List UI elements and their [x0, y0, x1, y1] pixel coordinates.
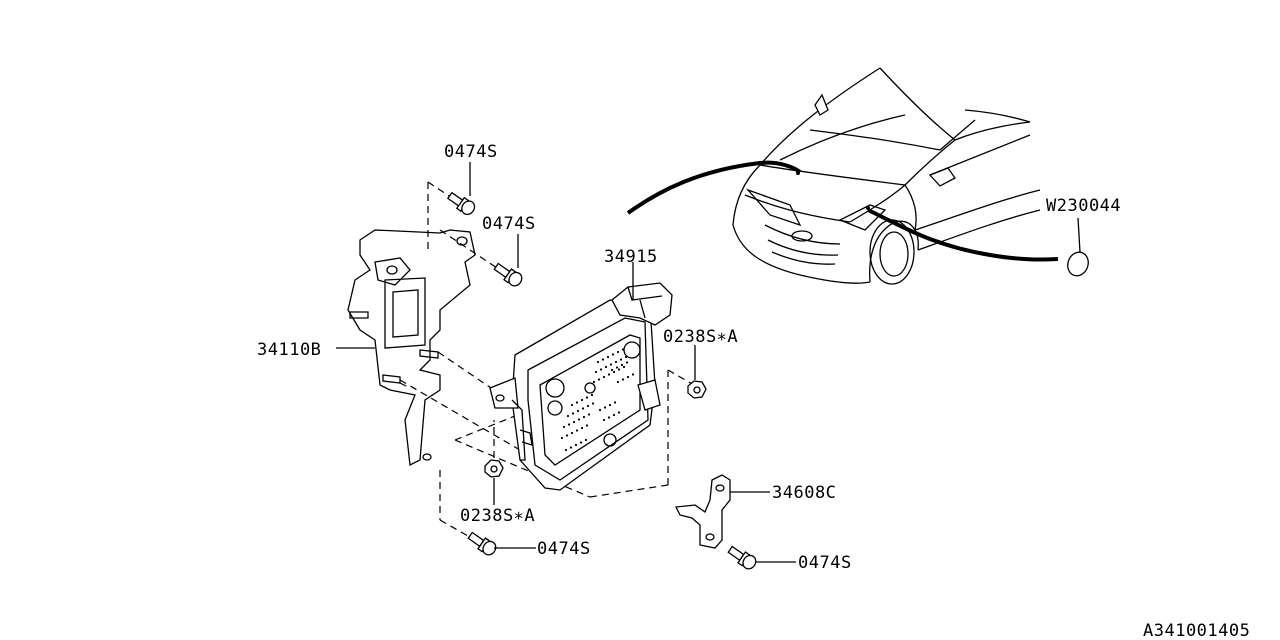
label-bracket: 34110B — [257, 340, 321, 360]
label-nut-lower: 0238S∗A — [460, 506, 535, 526]
label-nut-right: 0238S∗A — [663, 327, 738, 347]
bolt-right-lower — [727, 545, 757, 570]
control-unit-34915 — [489, 282, 673, 491]
label-seal: W230044 — [1046, 196, 1121, 216]
bolt-lower — [467, 531, 497, 556]
label-bolt-right-lower: 0474S — [798, 553, 852, 573]
control-unit-vents — [560, 348, 635, 452]
nut-right — [687, 380, 707, 399]
small-bracket-34608c — [674, 474, 731, 549]
bolt-upper — [493, 262, 523, 287]
label-bolt-top: 0474S — [444, 142, 498, 162]
figure-code: A341001405 — [1143, 621, 1250, 640]
nut-lower — [484, 459, 504, 478]
label-small-bracket: 34608C — [772, 483, 836, 503]
seal-part — [1067, 217, 1089, 277]
label-bolt-lower: 0474S — [537, 539, 591, 559]
vehicle-illustration — [626, 67, 1059, 285]
label-bolt-upper: 0474S — [482, 214, 536, 234]
label-control-unit: 34915 — [604, 247, 658, 267]
dashed-guides — [399, 181, 695, 541]
bolt-top — [446, 191, 476, 216]
